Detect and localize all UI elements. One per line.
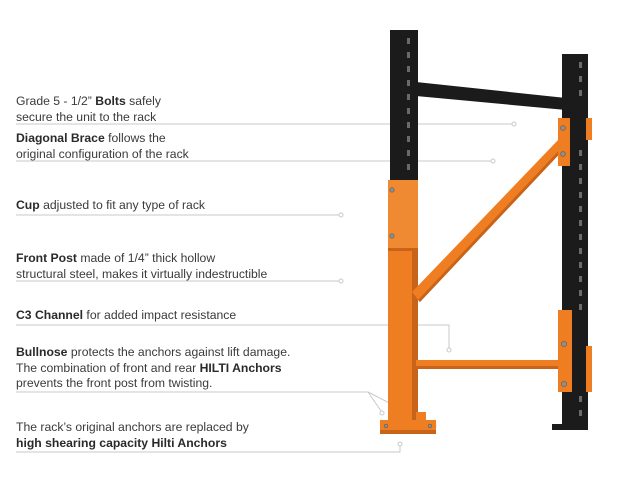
leader-line-c3-channel — [16, 324, 450, 348]
bolt-icon — [560, 151, 566, 157]
bolt-icon — [389, 233, 395, 239]
bolt-icon — [561, 381, 567, 387]
diagonal-brace — [412, 138, 567, 302]
horizontal-beam — [416, 82, 566, 110]
bolts — [383, 125, 567, 429]
rear-bracket-bottom-tab — [586, 346, 592, 392]
c3-channel — [416, 360, 562, 369]
c3-channel-shadow — [416, 366, 562, 369]
leader-dot-bolts — [511, 121, 517, 127]
back-upright-foot — [552, 424, 588, 430]
leader-dot-cup — [338, 212, 344, 218]
leader-dot-diagonal-brace — [490, 158, 496, 164]
leader-lines — [16, 121, 517, 453]
callout-bolts: Grade 5 - 1/2” Bolts safely secure the u… — [16, 94, 161, 124]
callout-front-post: Front Post made of 1/4” thick hollow str… — [16, 251, 268, 281]
callout-hilti-anchors: The rack’s original anchors are replaced… — [16, 420, 249, 450]
leader-dot-bullnose — [379, 410, 385, 416]
leader-line-hilti-anchors — [16, 446, 401, 453]
bolt-icon — [383, 423, 389, 429]
leader-dot-front-post — [338, 278, 344, 284]
base-plate-tab — [416, 412, 426, 422]
rack-protector — [380, 118, 592, 434]
callout-diagonal-brace: Diagonal Brace follows the original conf… — [16, 131, 189, 161]
bolt-icon — [561, 341, 567, 347]
leader-dot-hilti-anchors — [397, 441, 403, 447]
rear-bracket-top — [558, 118, 570, 166]
callout-c3-channel: C3 Channel for added impact resistance — [16, 308, 237, 322]
leader-dot-c3-channel — [446, 347, 452, 353]
rear-bracket-top-tab — [586, 118, 592, 140]
base-plate-edge — [380, 430, 436, 434]
bolt-icon — [560, 125, 566, 131]
callout-cup: Cup adjusted to fit any type of rack — [16, 198, 206, 212]
rear-bracket-bottom — [558, 310, 572, 392]
base-plate — [380, 420, 436, 432]
diagonal-brace-shadow — [418, 144, 567, 302]
callout-bullnose: Bullnose protects the anchors against li… — [16, 345, 291, 390]
leader-line-bullnose — [16, 391, 382, 412]
front-upright — [390, 30, 418, 190]
cup-bottom-edge — [388, 248, 418, 251]
bolt-icon — [389, 187, 395, 193]
bolt-icon — [427, 423, 433, 429]
front-post-shadow — [412, 182, 418, 420]
upright-holes — [407, 38, 582, 416]
